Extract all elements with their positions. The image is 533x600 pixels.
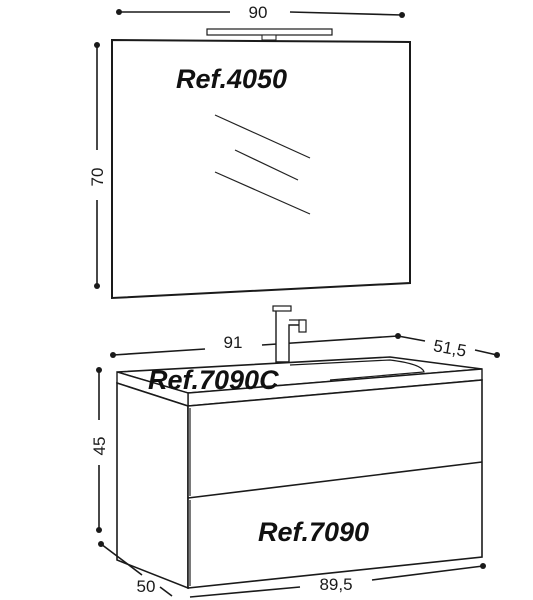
mirror-light <box>206 28 333 41</box>
basin: Ref.7090C <box>116 356 483 407</box>
basin-depth-dimension: 51,5 <box>397 335 500 361</box>
basin-width-label: 91 <box>224 333 243 352</box>
mirror-height-label: 70 <box>88 168 107 187</box>
cabinet-ref-label: Ref.7090 <box>258 517 369 547</box>
faucet <box>272 305 307 363</box>
cabinet-depth-dimension: 50 <box>98 541 173 597</box>
mirror-width-dimension: 90 <box>116 3 405 22</box>
cabinet-height-label: 45 <box>90 437 109 456</box>
cabinet-height-dimension: 45 <box>90 367 109 533</box>
basin-width-dimension: 91 <box>110 333 401 358</box>
basin-ref-label: Ref.7090C <box>148 365 279 395</box>
cabinet-width-dimension: 89,5 <box>189 563 486 598</box>
cabinet-depth-label: 50 <box>137 577 156 596</box>
cabinet: Ref.7090 <box>116 379 483 590</box>
mirror-ref-label: Ref.4050 <box>176 64 287 94</box>
mirror-height-dimension: 70 <box>88 42 107 289</box>
basin-depth-label: 51,5 <box>432 336 468 360</box>
cabinet-width-label: 89,5 <box>319 575 352 594</box>
mirror: Ref.4050 <box>111 38 411 300</box>
mirror-width-label: 90 <box>249 3 268 22</box>
